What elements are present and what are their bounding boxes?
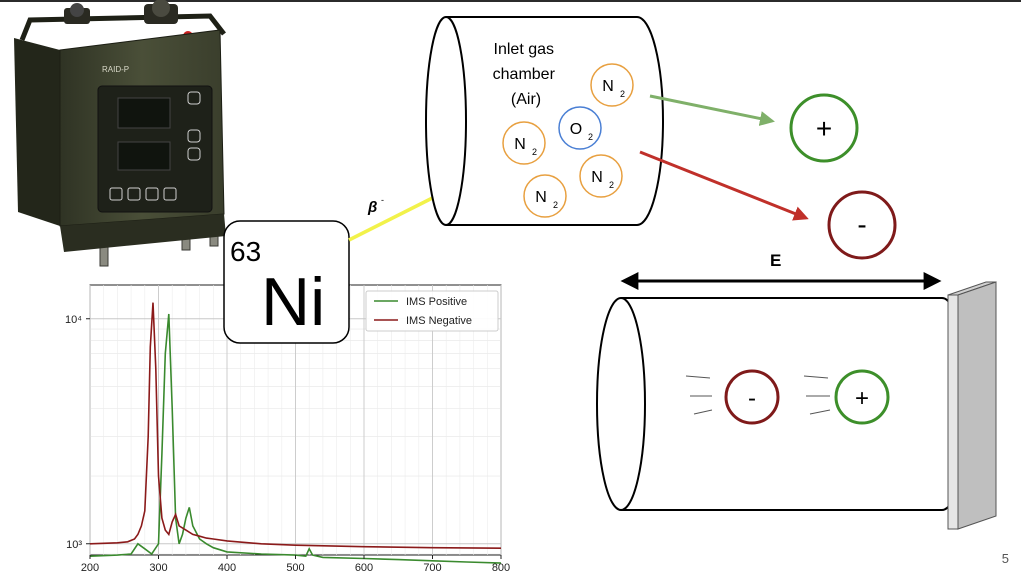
x-tick-label: 500 [286, 562, 304, 574]
ni63-isotope-tile: 63 Ni [223, 220, 350, 344]
x-tick-label: 700 [423, 562, 441, 574]
beta-label: β [367, 199, 377, 216]
negative-ion: - [827, 190, 897, 260]
chamber-title-line-1: Inlet gas [494, 41, 554, 58]
device-model-label: RAID-P [102, 65, 129, 74]
positive-ion-sign: + [816, 113, 832, 144]
y-tick-label: 10³ [66, 539, 82, 551]
series-line-positive [89, 313, 502, 564]
molecule-symbol: N [535, 189, 547, 206]
negative-ion-arrow [639, 150, 809, 221]
drift-tube [596, 297, 969, 511]
page-number: 5 [1001, 551, 1009, 566]
slide-top-rule [0, 0, 1021, 2]
detector-plate [947, 281, 997, 530]
y-tick-label: 10⁴ [65, 314, 82, 326]
isotope-symbol: Ni [261, 264, 325, 340]
x-tick-label: 800 [492, 562, 510, 574]
drifting-negative-ion: - [685, 369, 780, 425]
svg-text:Inlet gas chamber: Inlet gas chamber (Air) [493, 41, 560, 108]
drifting-negative-sign: - [748, 385, 756, 412]
x-tick-label: 200 [81, 562, 99, 574]
ims-device-illustration: RAID-P [14, 0, 226, 267]
beta-superscript: - [381, 195, 384, 205]
electric-field-label: E [770, 251, 781, 270]
molecule-subscript: 2 [620, 89, 625, 99]
chart-y-ticks: 10⁴ 10³ [65, 314, 90, 551]
x-tick-label: 600 [355, 562, 373, 574]
negative-ion-sign: - [857, 209, 866, 240]
legend-label-positive: IMS Positive [406, 296, 467, 308]
molecule-symbol: N [514, 136, 526, 153]
drifting-positive-ion: + [803, 369, 890, 425]
positive-ion: + [789, 93, 859, 163]
positive-ion-arrow [649, 94, 775, 126]
series-line-negative [89, 302, 502, 549]
x-tick-label: 300 [149, 562, 167, 574]
molecule-symbol: O [570, 121, 582, 138]
x-tick-label: 400 [218, 562, 236, 574]
chart-x-ticks: 200 300 400 500 600 700 800 [81, 555, 510, 574]
molecule-symbol: N [591, 169, 603, 186]
chamber-title-line-2: chamber [493, 66, 556, 83]
molecule-subscript: 2 [553, 200, 558, 210]
drifting-positive-sign: + [855, 385, 869, 412]
chamber-title-line-3: (Air) [511, 91, 541, 108]
molecule-subscript: 2 [532, 147, 537, 157]
chart-legend: IMS Positive IMS Negative [365, 290, 499, 332]
molecule-subscript: 2 [588, 132, 593, 142]
molecule-symbol: N [602, 78, 614, 95]
legend-label-negative: IMS Negative [406, 315, 472, 327]
chart-series [89, 302, 502, 564]
molecule-subscript: 2 [609, 180, 614, 190]
isotope-mass-number: 63 [230, 236, 261, 267]
